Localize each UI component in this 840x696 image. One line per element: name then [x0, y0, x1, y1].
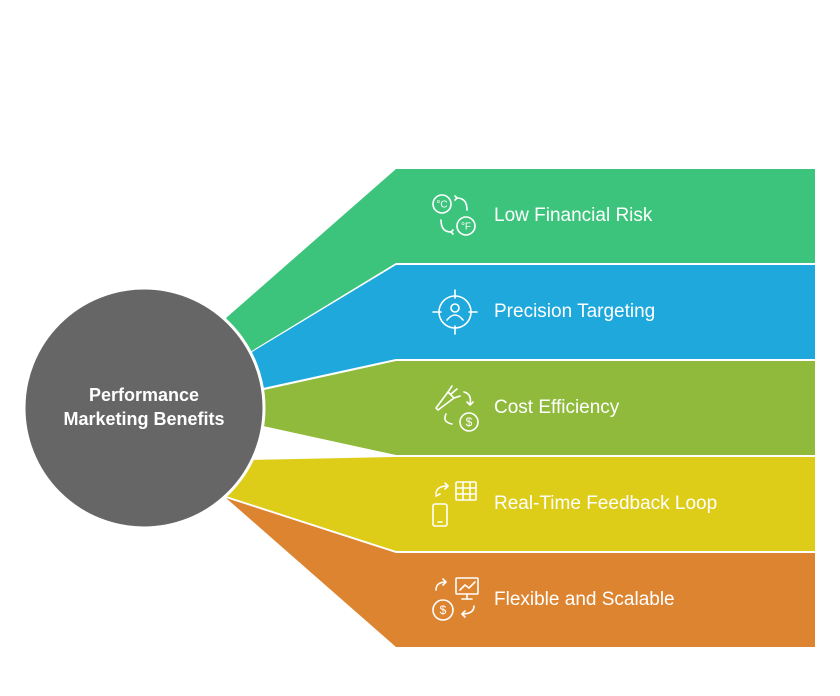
benefit-label: Low Financial Risk: [494, 205, 653, 226]
benefit-band-low-financial-risk: °C °F Low Financial Risk: [226, 169, 815, 352]
hub-title-line-2: Marketing Benefits: [63, 409, 224, 429]
scalable-growth-icon: $: [432, 577, 479, 621]
benefit-band-flexible-and-scalable: $ Flexible and Scalable: [226, 498, 815, 647]
svg-text:$: $: [466, 415, 473, 429]
benefit-band-cost-efficiency: $ Cost Efficiency: [263, 361, 815, 455]
svg-text:°C: °C: [436, 200, 447, 211]
benefit-band-real-time-feedback-loop: Real-Time Feedback Loop: [226, 457, 815, 551]
benefit-label: Precision Targeting: [494, 301, 655, 322]
band-shape: [263, 361, 815, 455]
temperature-conversion-icon: °C °F: [432, 194, 476, 236]
band-shape: [252, 265, 815, 388]
benefit-label: Flexible and Scalable: [494, 589, 675, 610]
band-shape: [226, 457, 815, 551]
benefit-band-precision-targeting: Precision Targeting: [252, 265, 815, 388]
svg-text:$: $: [440, 603, 447, 617]
benefit-label: Cost Efficiency: [494, 397, 620, 418]
hub-title-line-1: Performance: [89, 385, 199, 405]
benefit-label: Real-Time Feedback Loop: [494, 493, 717, 514]
svg-text:°F: °F: [461, 222, 471, 233]
band-shape: [226, 498, 815, 647]
hub-circle: [22, 286, 266, 530]
mobile-feedback-icon: [432, 481, 477, 527]
band-shape: [226, 169, 815, 352]
marketing-cost-icon: $: [435, 385, 479, 432]
target-person-icon: [432, 289, 478, 335]
hub-node: Performance Marketing Benefits: [22, 286, 266, 530]
